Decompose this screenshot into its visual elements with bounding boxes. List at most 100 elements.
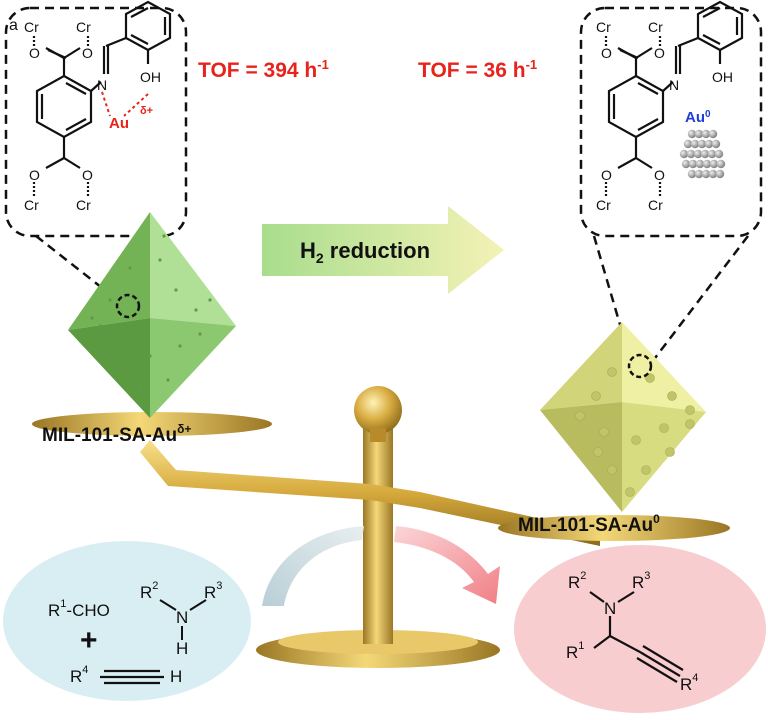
pore-dot (198, 332, 202, 336)
au-atom-sphere (701, 129, 711, 139)
cr-label: Cr (648, 197, 663, 213)
o-label: O (654, 45, 665, 61)
au-atom-sphere (708, 169, 718, 179)
h2-reduction-label: H2 reduction (300, 238, 431, 266)
au-atom-sphere (688, 159, 698, 169)
panel-label: a (9, 17, 18, 34)
right-pan (498, 515, 730, 541)
pore-dot (90, 316, 94, 320)
amine-h-label: H (176, 639, 189, 658)
pore-dot (178, 344, 182, 348)
cr-label: Cr (24, 197, 39, 213)
cr-label: Cr (76, 197, 91, 213)
product-r4-label: R4 (680, 672, 699, 694)
balance-post (363, 418, 393, 644)
o-label: O (29, 45, 40, 61)
left-inset-box (4, 6, 188, 238)
balance-neck (370, 428, 386, 442)
right-zoom-line (651, 235, 749, 363)
au-atom-sphere (694, 129, 704, 139)
au-atom-sphere (693, 149, 703, 159)
au-atom-sphere (714, 149, 724, 159)
au-coordination-bonds (101, 91, 149, 117)
catalyst-left-label: MIL-101-SA-Auδ+ (42, 422, 192, 446)
product-n-label: N (604, 599, 617, 618)
au-atom-sphere (694, 169, 704, 179)
au-particle-dot (599, 427, 609, 437)
product-r2-label: R2 (568, 570, 587, 592)
au-atom-sphere (709, 159, 719, 169)
pore-dot (194, 308, 198, 312)
pore-dot (208, 298, 212, 302)
left-linker-structure (32, 0, 172, 196)
tof-left-label: TOF = 394 h-1 (198, 57, 329, 82)
au-particle-dot (667, 391, 677, 401)
pore-dot (148, 354, 152, 358)
au-atom-sphere (711, 139, 721, 149)
alkyne-h-label: H (170, 667, 183, 686)
au-atom-sphere (707, 149, 717, 159)
amine-r3-label: R3 (204, 580, 223, 602)
au-single-label: Au (109, 115, 129, 132)
au-atom-sphere (687, 129, 697, 139)
alkyne-r4-label: R4 (70, 664, 89, 686)
plus-sign: + (80, 624, 98, 657)
au-atom-sphere (687, 169, 697, 179)
amine-r2-label: R2 (140, 580, 159, 602)
pore-dot (98, 324, 102, 328)
product-r3-label: R3 (632, 570, 651, 592)
au-atom-sphere (690, 139, 700, 149)
au-particle-dot (575, 411, 585, 421)
au-atom-sphere (701, 169, 711, 179)
au-atom-sphere (697, 139, 707, 149)
left-zoom-line (35, 235, 121, 303)
au-atom-sphere (679, 149, 689, 159)
pore-dot (162, 234, 166, 238)
o-label: O (654, 167, 665, 183)
right-inset-box (579, 6, 763, 238)
delta-plus-label: δ+ (140, 105, 154, 117)
au-atom-sphere (681, 159, 691, 169)
product-curve-arrow (394, 526, 500, 604)
o-label: O (82, 167, 93, 183)
au-atom-sphere (716, 159, 726, 169)
green-octahedron (68, 212, 236, 418)
au-atom-sphere (700, 149, 710, 159)
pore-dot (174, 288, 178, 292)
au-atom-sphere (683, 139, 693, 149)
oh-label: OH (712, 69, 733, 85)
product-bubble (514, 545, 766, 713)
h2-reduction-arrow (262, 206, 504, 294)
cr-label: Cr (76, 19, 91, 35)
o-label: O (601, 167, 612, 183)
tof-right-label: TOF = 36 h-1 (418, 57, 538, 82)
n-label: N (669, 77, 680, 93)
au-particle-dot (591, 391, 601, 401)
product-r1-label: R1 (566, 640, 585, 662)
au-particle-dot (607, 465, 617, 475)
au-particle-dot (685, 405, 695, 415)
pore-dot (118, 338, 122, 342)
pore-dot (108, 298, 112, 302)
n-label: N (97, 77, 108, 93)
au-particle-dot (631, 435, 641, 445)
amine-n-label: N (176, 608, 189, 627)
o-label: O (82, 45, 93, 61)
au-particle-label: Au0 (685, 109, 711, 126)
au-particle-dot (665, 447, 675, 457)
au-nanoparticle-cluster (679, 129, 726, 179)
pore-dot (166, 378, 170, 382)
yellow-octahedron (540, 322, 706, 512)
product-bonds (589, 591, 684, 683)
au-atom-sphere (704, 139, 714, 149)
au-particle-dot (641, 465, 651, 475)
right-linker-structure (604, 0, 744, 196)
au-particle-dot (593, 447, 603, 457)
amine-bonds (159, 599, 207, 640)
au-particle-dot (659, 423, 669, 433)
reactant-curve-arrow (262, 526, 364, 606)
au-particle-dot (645, 373, 655, 383)
pore-dot (128, 266, 132, 270)
o-label: O (29, 167, 40, 183)
